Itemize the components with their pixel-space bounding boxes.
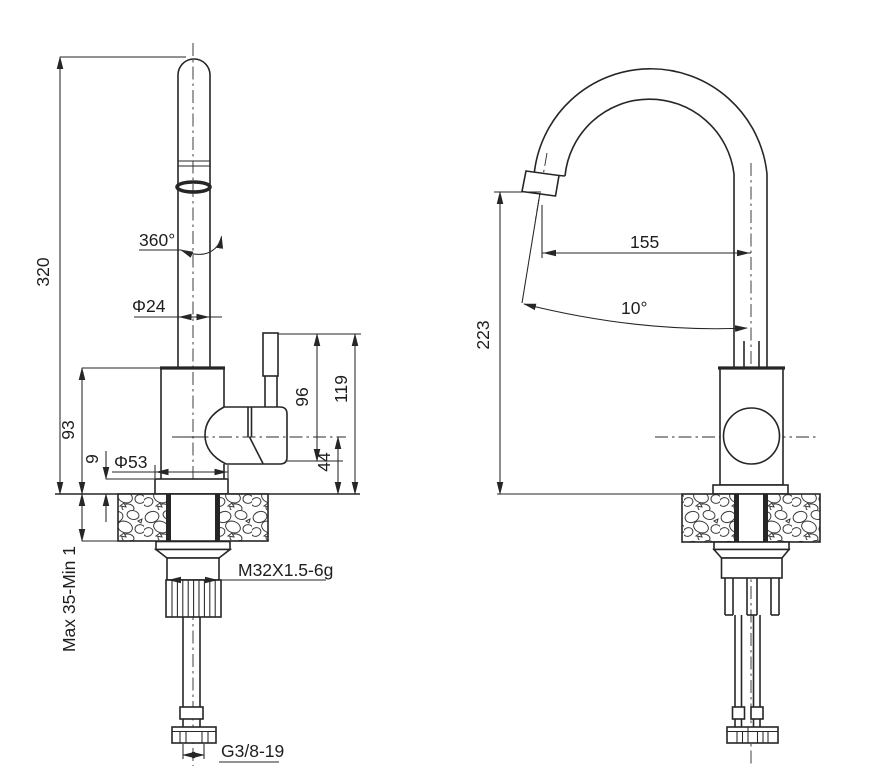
side-hex-facets	[736, 727, 769, 743]
aerator-ring	[175, 180, 212, 194]
mount-thread-section	[166, 557, 220, 581]
side-shank-cone	[712, 548, 791, 559]
dim-outlet-height-label: 223	[473, 320, 493, 349]
front-view-dimensions: 320 360° Φ24 93 9 Φ53 96 119 44	[33, 56, 361, 763]
side-body	[719, 367, 784, 486]
side-view-dimensions: 223 155 10°	[473, 191, 751, 495]
side-thread-section	[720, 557, 783, 579]
dim-outlet-angle-label: 10°	[621, 298, 647, 318]
tube-collar	[179, 706, 204, 720]
dim-base-thickness-label: 9	[82, 454, 102, 464]
swivel-arrow	[180, 235, 224, 258]
gooseneck-inner	[564, 98, 735, 377]
ball-joint	[722, 407, 781, 465]
dim-cartridge-height-label: 96	[292, 387, 312, 406]
dim-swivel-label: 360°	[139, 230, 175, 250]
dim-overall-height-label: 320	[33, 257, 53, 286]
handle-lever	[262, 332, 279, 377]
side-base-flange	[712, 484, 789, 495]
shank-cone	[153, 548, 233, 559]
gooseneck-outer	[533, 68, 768, 377]
hex-nut-facets	[179, 731, 209, 743]
base-flange	[154, 478, 229, 495]
side-knurl	[724, 578, 780, 616]
spout-column	[177, 58, 211, 368]
outlet-angle-arc	[523, 303, 748, 332]
dim-handle-top-label: 119	[331, 375, 351, 403]
hex-nut	[171, 726, 217, 744]
side-shank-step	[713, 541, 790, 551]
dim-base-dia-label: Φ53	[114, 452, 147, 472]
dim-body-height-label: 93	[58, 420, 78, 439]
dim-supply-thread-label: G3/8-19	[221, 741, 284, 761]
dim-hub-center-label: 44	[314, 452, 334, 472]
dim-mount-thread-label: M32X1.5-6g	[238, 560, 333, 580]
side-hex-nuts	[726, 726, 779, 744]
mounting-shank-wall	[166, 494, 171, 541]
hub-curve	[204, 406, 227, 465]
cartridge-housing	[224, 406, 288, 465]
knurl-lines	[171, 580, 216, 617]
shank-step	[155, 540, 231, 551]
dim-spout-reach-label: 155	[630, 232, 659, 252]
dim-spout-dia-label: Φ24	[132, 296, 166, 316]
front-view	[55, 43, 360, 766]
dim-deck-range-label: Max 35-Min 1	[59, 546, 79, 652]
outlet-aerator	[521, 170, 560, 197]
side-supply-tubes	[734, 615, 761, 727]
side-view	[497, 68, 821, 766]
side-tube-collar	[731, 706, 746, 720]
